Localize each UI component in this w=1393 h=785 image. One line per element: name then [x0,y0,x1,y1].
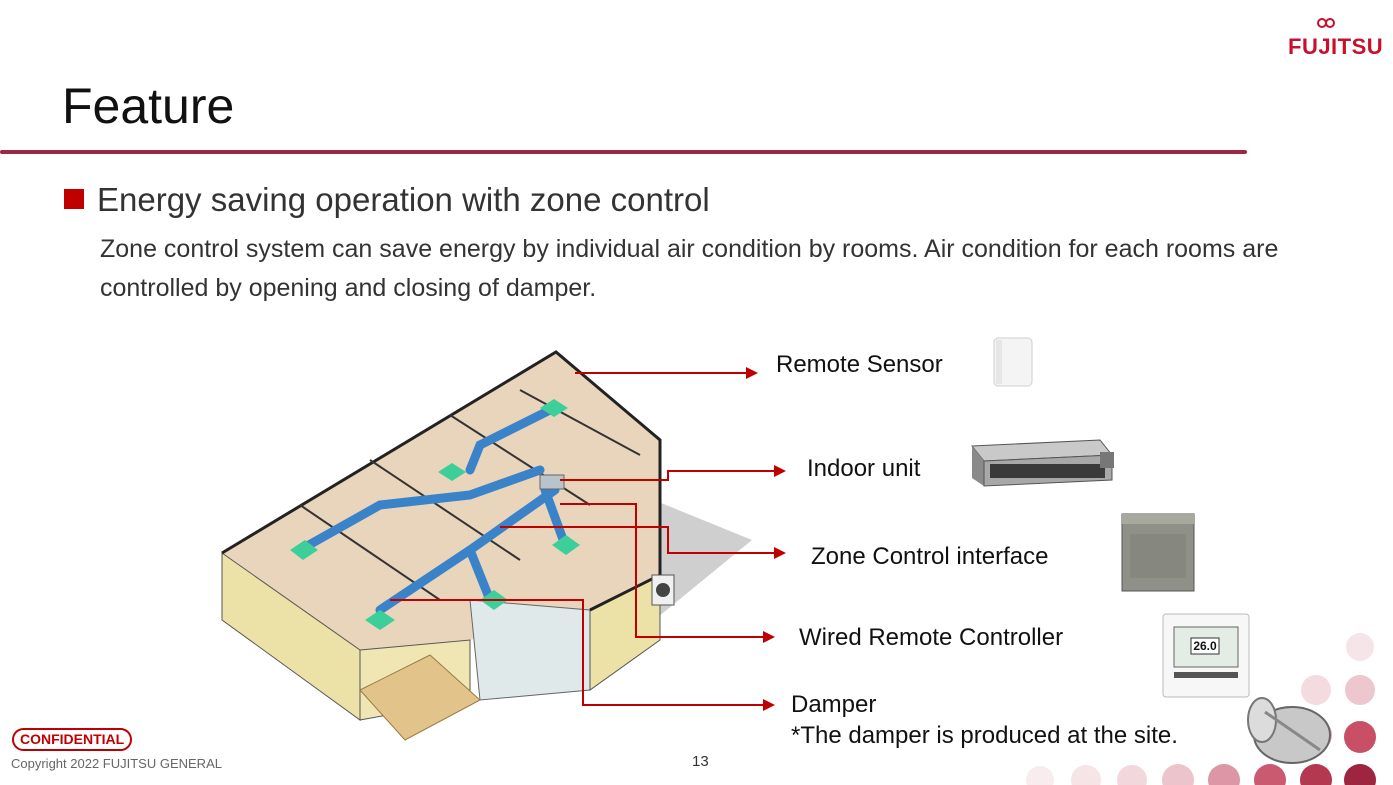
logo-wordmark: FUJITSU [1288,34,1384,59]
title-divider [0,150,1247,154]
callout-remote-sensor: Remote Sensor [776,351,943,378]
wired-remote-controller-image [1162,613,1250,698]
callout-zone-control-interface: Zone Control interface [811,543,1049,570]
bullet-square-icon [64,189,84,209]
remote-sensor-image [993,337,1033,387]
controller-temperature-readout: 26.0 [1193,639,1217,653]
copyright-text: Copyright 2022 FUJITSU GENERAL [11,756,222,771]
damper-image [1247,697,1331,764]
page-number: 13 [692,753,709,770]
logo-infinity-icon [1317,18,1335,28]
zone-control-interface-image [1121,513,1195,592]
page-title: Feature [62,78,235,134]
house-cutaway [221,350,752,741]
section-heading: Energy saving operation with zone contro… [97,181,710,218]
indoor-unit-image [970,439,1114,487]
callout-damper-note: *The damper is produced at the site. [791,722,1178,749]
callout-damper: Damper [791,691,877,718]
section-body: Zone control system can save energy by i… [100,235,1279,302]
fujitsu-logo: FUJITSU [1286,14,1384,59]
confidential-badge: CONFIDENTIAL [12,728,133,751]
callout-wired-remote-controller: Wired Remote Controller [799,624,1064,651]
callout-lines [390,372,776,706]
callout-indoor-unit: Indoor unit [807,455,921,482]
callout-arrowheads [746,367,786,711]
